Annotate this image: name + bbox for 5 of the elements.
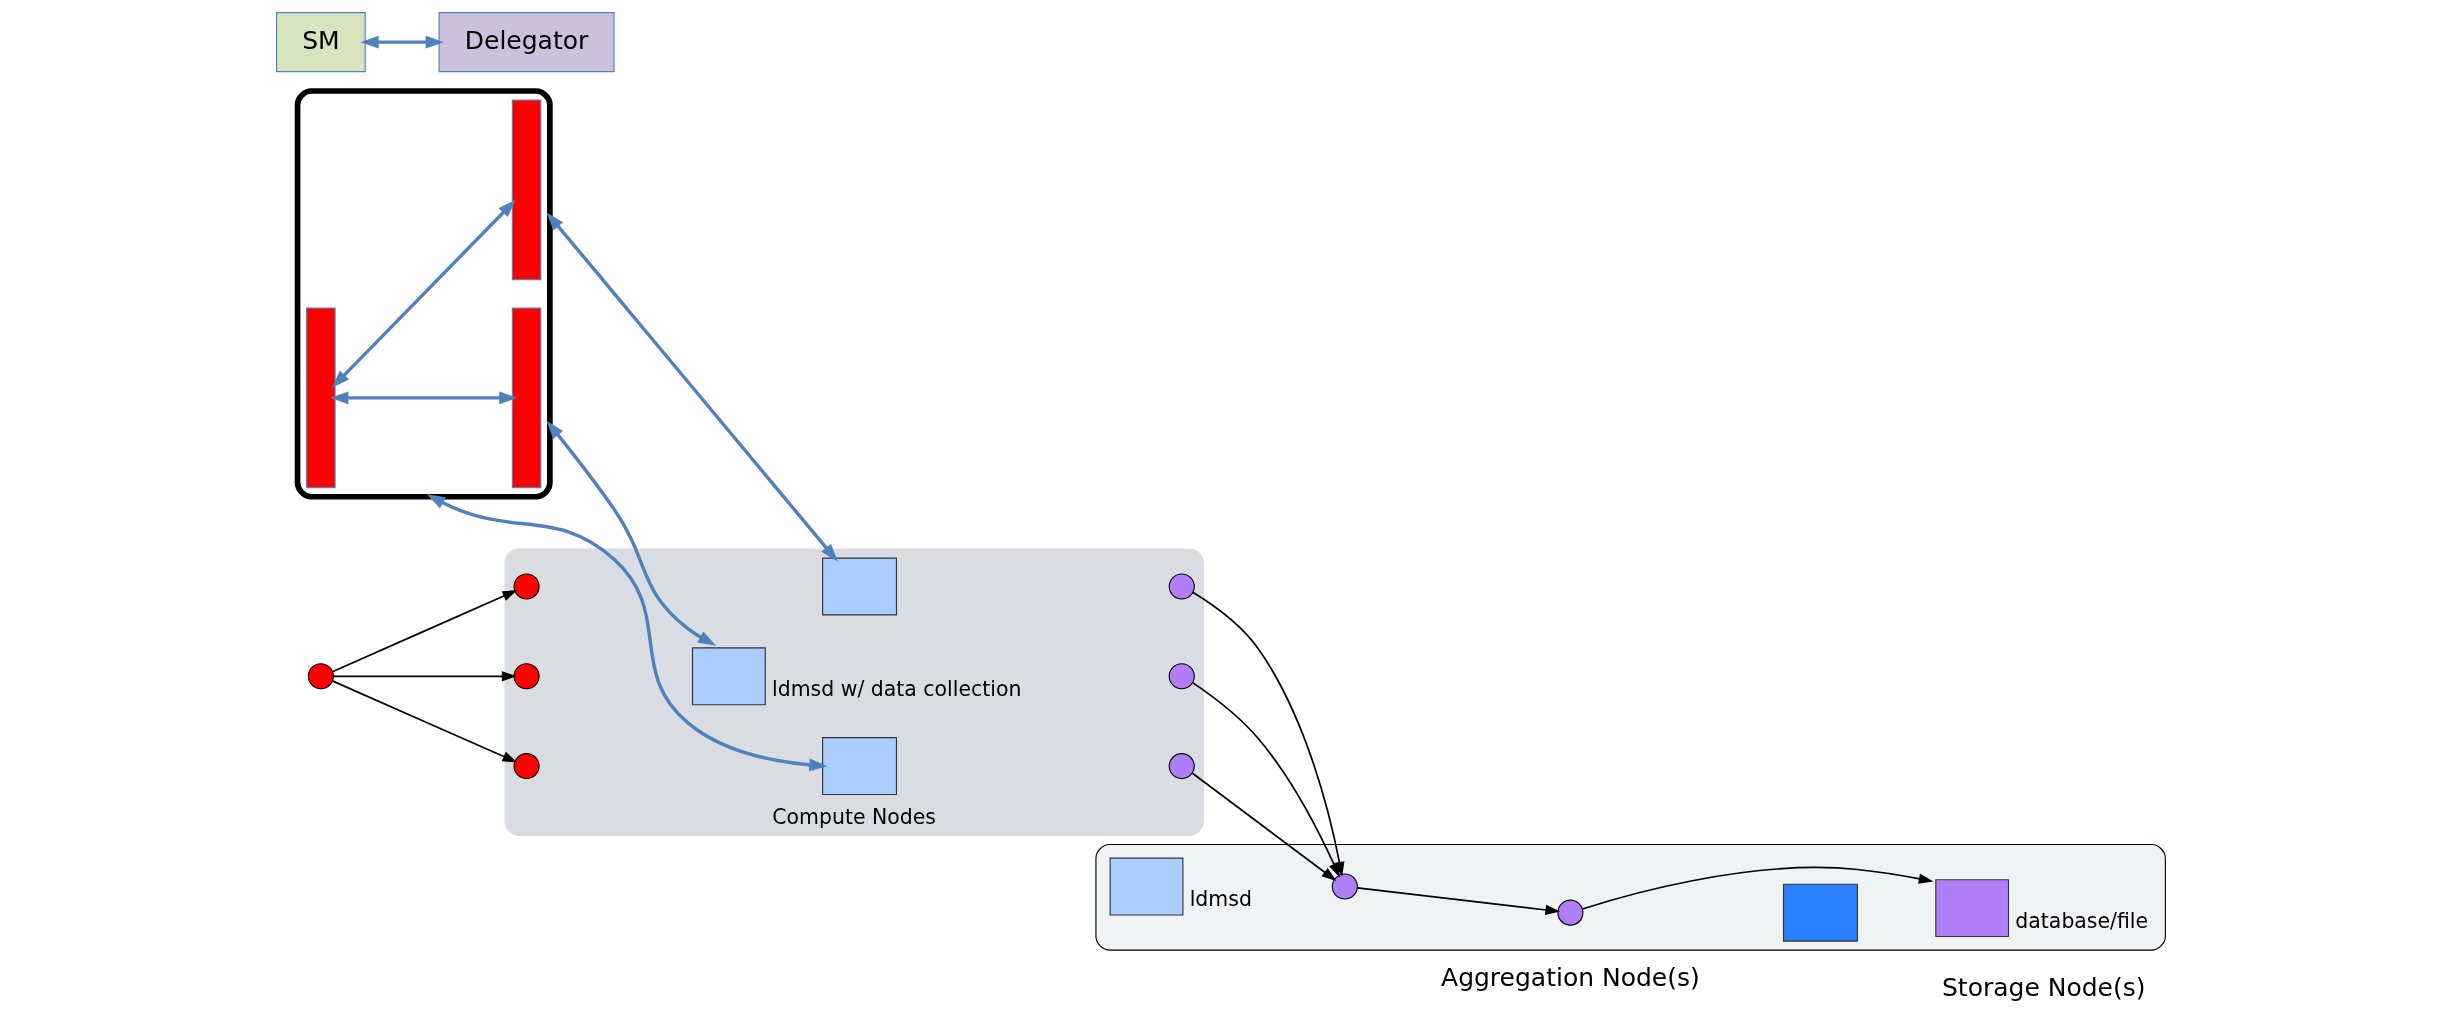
label: Storage Node(s) (1941, 973, 2146, 1003)
label: Aggregation Node(s) (1440, 963, 1700, 993)
node-label: ldmsd (1189, 887, 1252, 912)
node-label: database/file (2014, 908, 2148, 933)
node-label: ldmsd w/ data collection (771, 677, 1021, 702)
